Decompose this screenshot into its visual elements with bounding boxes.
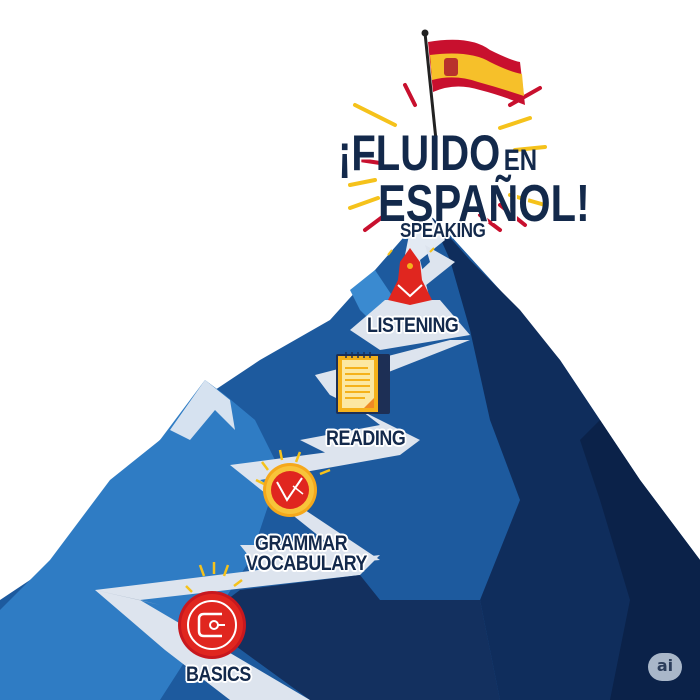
mountain-lower-dark [200, 575, 500, 700]
flame-icon [387, 247, 435, 305]
flag-pole [423, 32, 438, 141]
coat-of-arms-icon [444, 58, 458, 76]
left-peak-snow [170, 380, 235, 440]
step-basics: BASICS [186, 663, 251, 686]
path-segment-basics [95, 555, 380, 700]
step-speaking: SPEAKING [400, 220, 486, 242]
spain-flag [428, 39, 525, 105]
mountain-right-shadow [580, 420, 700, 700]
c-circle-icon [178, 562, 246, 659]
notepad-icon [336, 352, 390, 414]
checkmark-badge-icon [255, 449, 331, 517]
step-grammar: GRAMMAR [255, 532, 348, 555]
flag-pole-top [421, 29, 429, 37]
path-shade [95, 590, 160, 605]
sunburst-rays [348, 83, 547, 232]
step-vocabulary: VOCABULARY [246, 552, 368, 575]
title-line1: ¡FLUIDO EN [338, 128, 537, 178]
title-fluido: ¡FLUIDO [338, 125, 501, 181]
ai-badge: ai [648, 653, 682, 681]
title-en: EN [503, 144, 538, 177]
title-line2: ESPAÑOL! [378, 175, 590, 233]
step-reading: READING [326, 427, 406, 450]
step-listening: LISTENING [367, 314, 459, 337]
path-segment-listening [350, 300, 470, 350]
path-segment-reading [300, 375, 420, 455]
